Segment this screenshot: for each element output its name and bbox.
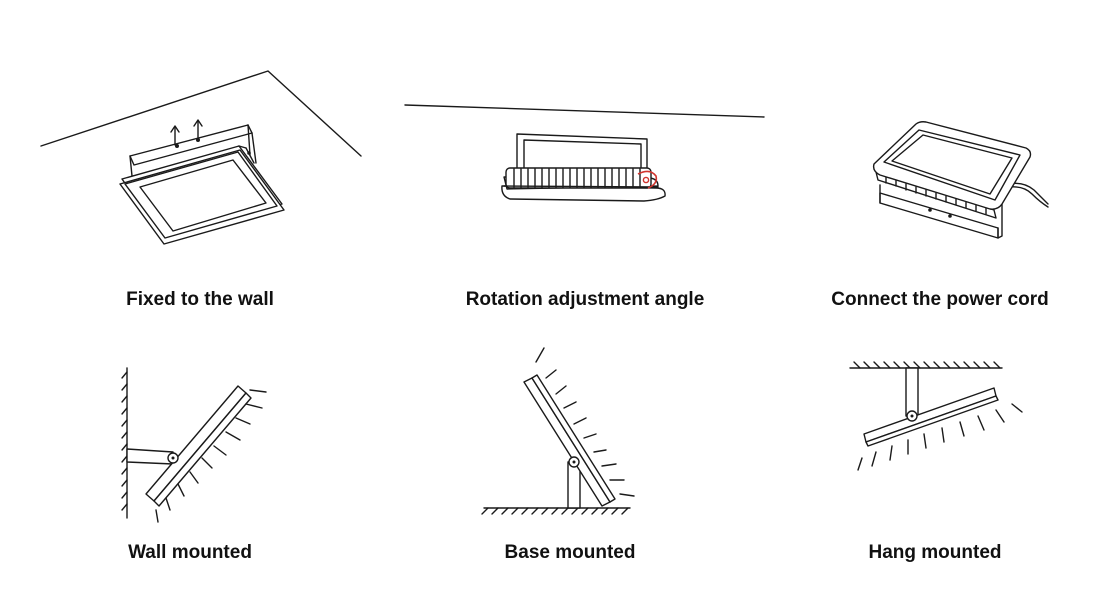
panel-rotation-angle: Rotation adjustment angle xyxy=(400,60,770,320)
arrow-up-icon xyxy=(194,120,202,139)
panel-hang-mounted: Hang mounted xyxy=(830,360,1040,570)
floodlight-lamp xyxy=(146,386,251,506)
power-cord-illustration xyxy=(790,60,1090,290)
fixed-to-wall-illustration xyxy=(20,60,380,290)
wall xyxy=(122,368,127,518)
caption-fixed-to-wall: Fixed to the wall xyxy=(126,289,274,310)
base-mounted-illustration xyxy=(460,340,680,540)
caption-rotation-angle: Rotation adjustment angle xyxy=(465,289,705,310)
ground xyxy=(482,508,630,514)
hang-mounted-illustration xyxy=(830,360,1040,540)
bracket xyxy=(880,185,1002,238)
wall-mounted-illustration xyxy=(80,360,300,540)
rotation-angle-illustration xyxy=(400,60,770,290)
floodlight-lamp xyxy=(502,168,665,201)
floodlight-lamp xyxy=(874,122,1031,218)
light-rays xyxy=(536,348,634,496)
caption-power-cord: Connect the power cord xyxy=(831,289,1049,310)
panel-power-cord: Connect the power cord xyxy=(790,60,1090,320)
panel-fixed-to-wall: Fixed to the wall xyxy=(20,60,380,320)
hanging-post xyxy=(906,368,918,416)
ceiling-outline xyxy=(41,71,361,156)
rotation-screw-icon xyxy=(638,171,656,188)
caption-hang-mounted: Hang mounted xyxy=(868,542,1002,563)
caption-wall-mounted: Wall mounted xyxy=(128,542,252,563)
ceiling xyxy=(850,362,1002,368)
panel-wall-mounted: Wall mounted xyxy=(80,360,300,570)
mounting-arm xyxy=(127,449,173,464)
bracket xyxy=(517,134,647,180)
arrow-up-icon xyxy=(171,126,179,145)
light-rays xyxy=(858,404,1022,470)
panel-base-mounted: Base mounted xyxy=(460,340,680,570)
light-rays xyxy=(156,390,266,522)
caption-base-mounted: Base mounted xyxy=(504,542,636,563)
floodlight-lamp xyxy=(120,146,284,244)
ceiling-line xyxy=(405,105,764,117)
floodlight-lamp xyxy=(864,388,998,446)
